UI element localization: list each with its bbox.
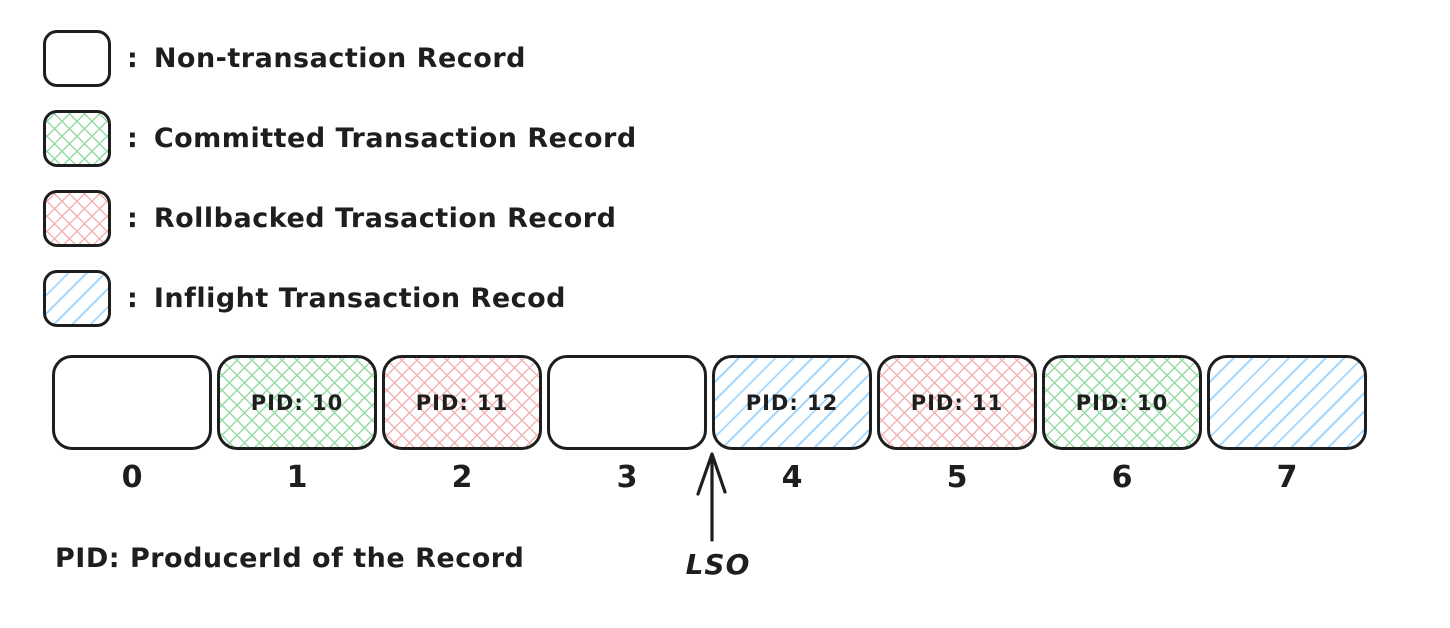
record-box	[52, 355, 212, 450]
record-cell-2: PID: 11 2	[382, 355, 542, 495]
record-offset-label: 1	[286, 460, 308, 495]
record-pid-label: PID: 11	[415, 390, 509, 415]
lso-label: LSO	[685, 548, 751, 581]
record-box: PID: 12	[712, 355, 872, 450]
record-offset-label: 2	[451, 460, 473, 495]
committed-swatch	[43, 110, 111, 167]
record-offset-label: 0	[121, 460, 143, 495]
legend-item-committed: : Committed Transaction Record	[43, 110, 637, 167]
legend-colon: :	[127, 203, 138, 234]
legend: : Non-transaction Record : Committed Tra…	[43, 30, 637, 327]
arrow-up-icon	[696, 452, 727, 542]
record-cell-6: PID: 10 6	[1042, 355, 1202, 495]
record-box: PID: 10	[217, 355, 377, 450]
record-box: PID: 11	[382, 355, 542, 450]
legend-colon: :	[127, 43, 138, 74]
record-cell-4: PID: 12 4	[712, 355, 872, 495]
legend-label: Inflight Transaction Recod	[153, 283, 567, 314]
record-pid-label: PID: 12	[745, 390, 839, 415]
record-offset-label: 7	[1276, 460, 1298, 495]
record-cell-3: 3	[547, 355, 707, 495]
footnote: PID: ProducerId of the Record	[55, 543, 525, 574]
record-offset-label: 3	[616, 460, 638, 495]
record-cell-1: PID: 10 1	[217, 355, 377, 495]
record-pid-label: PID: 10	[250, 390, 344, 415]
record-offset-label: 6	[1111, 460, 1133, 495]
legend-item-non-transaction: : Non-transaction Record	[43, 30, 637, 87]
record-offset-label: 5	[946, 460, 968, 495]
legend-colon: :	[127, 283, 138, 314]
legend-item-rollbacked: : Rollbacked Trasaction Record	[43, 190, 637, 247]
legend-colon: :	[127, 123, 138, 154]
legend-label: Non-transaction Record	[153, 43, 526, 74]
record-log: 0 PID: 10 1 PID: 11 2 3 PID: 12 4	[52, 355, 1367, 495]
record-offset-label: 4	[781, 460, 803, 495]
record-cell-0: 0	[52, 355, 212, 495]
record-pid-label: PID: 11	[910, 390, 1004, 415]
record-box	[1207, 355, 1367, 450]
inflight-swatch	[43, 270, 111, 327]
legend-label: Rollbacked Trasaction Record	[153, 203, 617, 234]
record-box	[547, 355, 707, 450]
legend-label: Committed Transaction Record	[153, 123, 637, 154]
record-cell-7: 7	[1207, 355, 1367, 495]
record-box: PID: 10	[1042, 355, 1202, 450]
rollbacked-swatch	[43, 190, 111, 247]
record-pid-label: PID: 10	[1075, 390, 1169, 415]
non-transaction-swatch	[43, 30, 111, 87]
record-box: PID: 11	[877, 355, 1037, 450]
record-cell-5: PID: 11 5	[877, 355, 1037, 495]
legend-item-inflight: : Inflight Transaction Recod	[43, 270, 637, 327]
